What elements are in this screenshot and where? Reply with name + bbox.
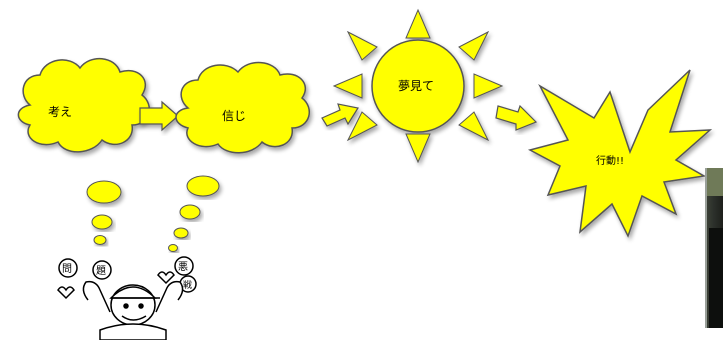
left-arm	[82, 280, 111, 313]
svg-text:問: 問	[62, 263, 72, 275]
arrow-believe-to-dream	[321, 103, 359, 127]
cloud-think	[17, 58, 151, 153]
arrow-dream-to-action	[495, 104, 538, 131]
step-label-think: 考え	[48, 105, 72, 119]
worry-word-circle-1: 問	[58, 258, 78, 278]
sun-dream	[332, 8, 504, 164]
step-label-dream: 夢見て	[398, 79, 434, 93]
right-eye	[138, 303, 144, 309]
thought-trail-right	[168, 175, 220, 252]
arrow-think-to-believe	[139, 100, 179, 132]
man-shoulders	[99, 323, 167, 340]
left-eye	[123, 303, 129, 309]
svg-text:悪: 悪	[178, 261, 188, 273]
photo-background	[707, 168, 723, 196]
explosion-action	[527, 69, 713, 238]
worry-word-circle-2: 題	[92, 260, 112, 280]
cropped-photo	[705, 168, 723, 328]
cloud-believe	[175, 61, 311, 154]
right-arm	[155, 280, 184, 313]
thinking-man-illustration: 問 題 悪 戦	[57, 256, 197, 340]
svg-text:題: 題	[96, 265, 106, 277]
mouth	[121, 315, 147, 321]
man-cap	[109, 286, 157, 299]
heart-doodle-right	[157, 271, 175, 285]
heart-doodle-left	[57, 286, 75, 300]
worry-word-circle-3: 悪	[174, 256, 194, 276]
photo-figure	[709, 228, 723, 328]
step-label-action: 行動!!	[596, 154, 624, 167]
svg-text:戦: 戦	[183, 279, 192, 291]
thought-trail-left	[86, 180, 122, 245]
step-label-believe: 信じ	[222, 109, 246, 123]
